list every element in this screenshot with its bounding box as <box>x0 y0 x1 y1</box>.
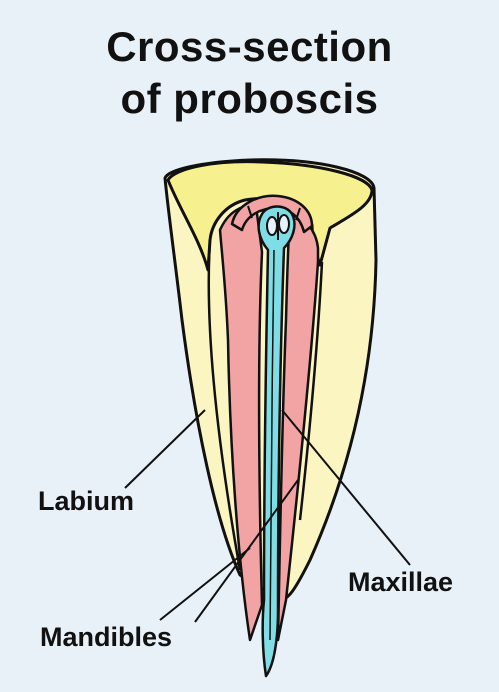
maxilla-canal-right <box>279 215 289 233</box>
maxilla-canal-left <box>267 217 277 235</box>
label-maxillae: Maxillae <box>348 567 453 597</box>
leader-labium <box>125 410 205 488</box>
label-labium: Labium <box>38 486 134 516</box>
label-mandibles: Mandibles <box>40 622 172 652</box>
